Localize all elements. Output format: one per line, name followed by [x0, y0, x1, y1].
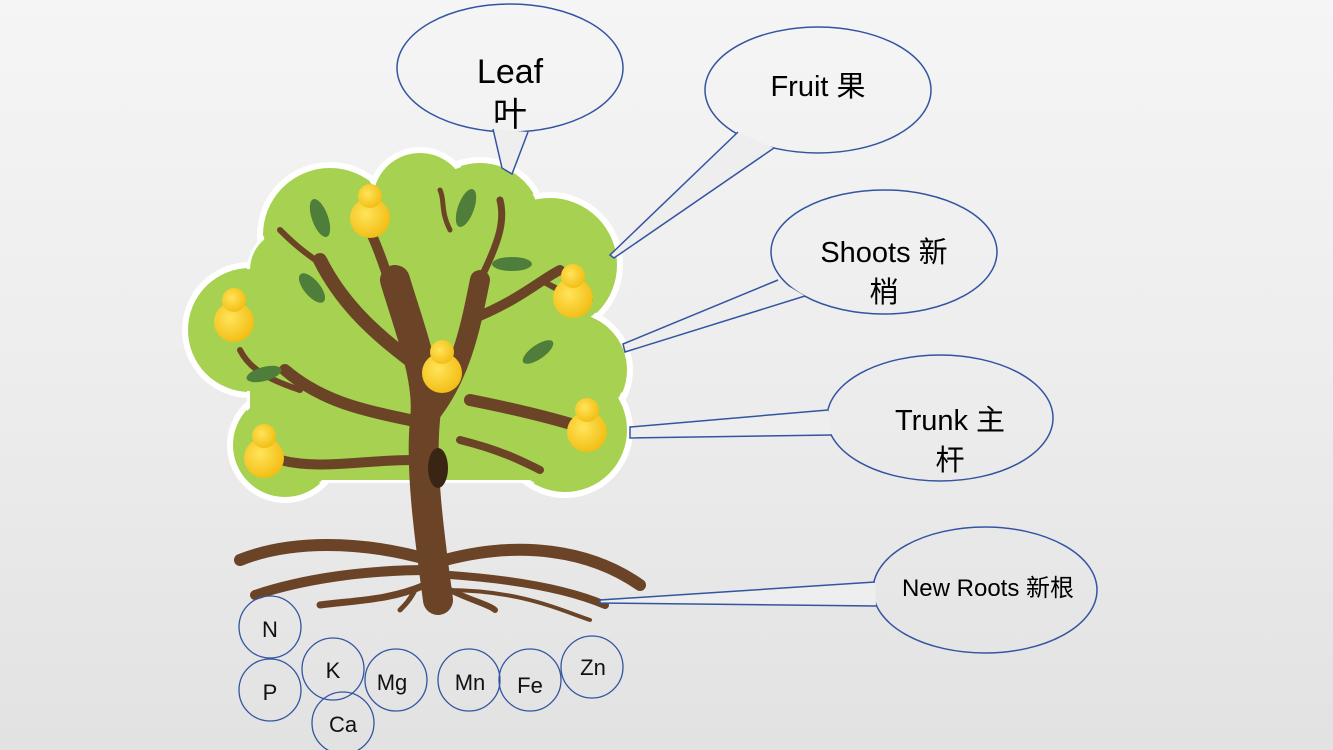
nutrient-mn: Mn	[455, 670, 486, 695]
nutrient-k: K	[326, 658, 341, 683]
pear-3	[553, 264, 593, 318]
nutrient-ca: Ca	[329, 712, 358, 737]
pear-6	[244, 424, 284, 478]
pear-1	[350, 184, 390, 238]
nutrient-n: N	[262, 617, 278, 642]
callout-trunk	[629, 354, 1054, 482]
callout-roots	[599, 526, 1098, 654]
pears	[214, 184, 607, 478]
roots-label: New Roots 新根	[902, 575, 1074, 602]
shoots-label: Shoots 新	[820, 236, 947, 269]
fruit-label: Fruit 果	[770, 71, 865, 103]
leaf-label: Leaf	[477, 53, 544, 91]
pear-2	[214, 288, 254, 342]
nutrient-zn: Zn	[580, 655, 606, 680]
trunk-label-cn: 杆	[935, 444, 964, 477]
pear-4	[422, 340, 462, 393]
callout-leaf	[396, 3, 624, 176]
trunk-label: Trunk 主	[895, 404, 1005, 437]
callout-fruit	[608, 26, 932, 259]
leaf-label-cn: 叶	[493, 96, 527, 134]
shoots-label-cn: 梢	[869, 276, 898, 309]
pear-5	[567, 398, 607, 452]
callout-shoots	[622, 189, 998, 353]
nutrient-fe: Fe	[517, 673, 543, 698]
nutrients	[238, 595, 624, 750]
nutrient-mg: Mg	[377, 670, 408, 695]
nutrient-p: P	[263, 680, 278, 705]
trunk-knot	[428, 448, 448, 488]
leaves	[246, 189, 554, 383]
roots	[234, 539, 646, 622]
